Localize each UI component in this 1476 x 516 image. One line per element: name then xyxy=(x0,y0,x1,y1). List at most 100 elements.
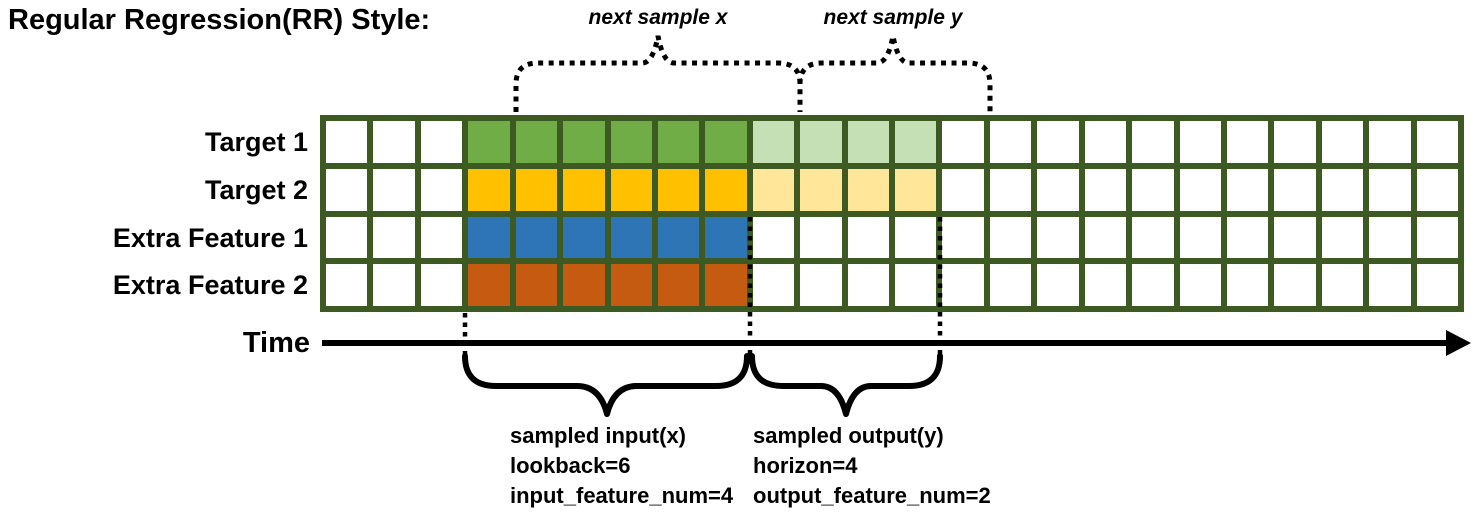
grid-cell xyxy=(1321,121,1364,163)
grid-cell xyxy=(942,168,984,211)
grid-cell xyxy=(895,216,937,259)
grid-cell xyxy=(847,121,889,163)
grid-cell xyxy=(800,168,842,211)
sampled-input-title: sampled input(x) xyxy=(510,423,687,448)
grid-cell xyxy=(1321,216,1364,259)
grid-cell xyxy=(1321,168,1364,211)
grid-cell xyxy=(515,121,558,163)
grid-cell xyxy=(468,216,510,259)
grid-cell xyxy=(515,216,558,259)
lookback-value: lookback=6 xyxy=(510,453,631,478)
grid-cell xyxy=(752,264,795,306)
grid-cell xyxy=(610,168,652,211)
grid-cell xyxy=(657,264,700,306)
grid-cell xyxy=(563,168,605,211)
horizon-value: horizon=4 xyxy=(753,453,858,478)
grid-cell xyxy=(420,121,463,163)
grid-cell xyxy=(752,121,795,163)
grid-cell xyxy=(1132,168,1174,211)
grid-cell xyxy=(1037,264,1079,306)
grid-cell xyxy=(468,264,510,306)
grid-cell xyxy=(1274,264,1316,306)
grid-cell xyxy=(420,216,463,259)
grid-cell xyxy=(1084,264,1127,306)
grid-cell xyxy=(1084,216,1127,259)
grid-cell xyxy=(800,121,842,163)
grid-cell xyxy=(657,168,700,211)
grid-cell xyxy=(1084,121,1127,163)
grid-cell xyxy=(752,168,795,211)
grid-cell xyxy=(326,264,368,306)
grid-cell xyxy=(1179,168,1221,211)
next-sample-x-label: next sample x xyxy=(588,6,728,29)
grid-cell xyxy=(1132,216,1174,259)
sampled-input-annotation: sampled input(x) lookback=6 input_featur… xyxy=(510,421,733,511)
grid-cell xyxy=(942,121,984,163)
grid-cell xyxy=(705,216,747,259)
row-label-target-2: Target 2 xyxy=(204,174,308,205)
grid-cell xyxy=(610,121,652,163)
grid-cell xyxy=(610,216,652,259)
time-arrow-head xyxy=(1446,330,1471,356)
grid-cell xyxy=(705,121,747,163)
grid-cell xyxy=(800,216,842,259)
grid-cell xyxy=(1037,121,1079,163)
grid-cell xyxy=(1037,216,1079,259)
grid-cell xyxy=(895,168,937,211)
sampled-output-brace xyxy=(749,353,943,417)
grid-cell xyxy=(989,168,1032,211)
grid-cell xyxy=(373,264,415,306)
grid-cell xyxy=(989,121,1032,163)
grid-cell xyxy=(895,121,937,163)
grid-cell xyxy=(420,264,463,306)
grid-cell xyxy=(515,264,558,306)
grid-cell xyxy=(942,216,984,259)
grid-cell xyxy=(800,264,842,306)
grid-cell xyxy=(1416,168,1458,211)
grid-cell xyxy=(705,168,747,211)
diagram-title: Regular Regression(RR) Style: xyxy=(8,4,431,36)
grid-cell xyxy=(373,216,415,259)
grid-cell xyxy=(1274,216,1316,259)
sampled-output-annotation: sampled output(y) horizon=4 output_featu… xyxy=(753,421,991,511)
grid-cell xyxy=(1084,168,1127,211)
sampled-input-brace xyxy=(462,353,750,417)
grid-cell xyxy=(752,216,795,259)
grid-cell xyxy=(1369,216,1411,259)
grid-cell xyxy=(1274,121,1316,163)
grid-cell xyxy=(1416,216,1458,259)
grid-cell xyxy=(563,216,605,259)
grid-cell xyxy=(1179,216,1221,259)
grid-cell xyxy=(1369,121,1411,163)
grid-cell xyxy=(1226,264,1269,306)
grid-cell xyxy=(1369,168,1411,211)
grid-cell xyxy=(563,264,605,306)
grid-cell xyxy=(942,264,984,306)
grid-cell xyxy=(1179,121,1221,163)
grid-cell xyxy=(326,216,368,259)
grid-cell xyxy=(326,121,368,163)
time-axis-label: Time xyxy=(242,327,310,359)
next-sample-y-label: next sample y xyxy=(823,6,963,29)
grid-cell xyxy=(847,168,889,211)
grid-cell xyxy=(989,216,1032,259)
grid-cell xyxy=(657,121,700,163)
grid-cell xyxy=(373,168,415,211)
grid-cell xyxy=(705,264,747,306)
grid-cell xyxy=(1226,216,1269,259)
grid-cell xyxy=(420,168,463,211)
grid-cell xyxy=(468,121,510,163)
grid-cell xyxy=(1416,264,1458,306)
sampled-output-title: sampled output(y) xyxy=(753,423,944,448)
grid-cell xyxy=(515,168,558,211)
timeseries-grid xyxy=(320,115,1464,312)
next-sample-y-brace xyxy=(797,35,993,112)
grid-cell xyxy=(847,216,889,259)
grid-cell xyxy=(657,216,700,259)
grid-cell xyxy=(1132,264,1174,306)
grid-cell xyxy=(989,264,1032,306)
grid-cell xyxy=(326,168,368,211)
grid-cell xyxy=(1274,168,1316,211)
grid-cell xyxy=(1037,168,1079,211)
